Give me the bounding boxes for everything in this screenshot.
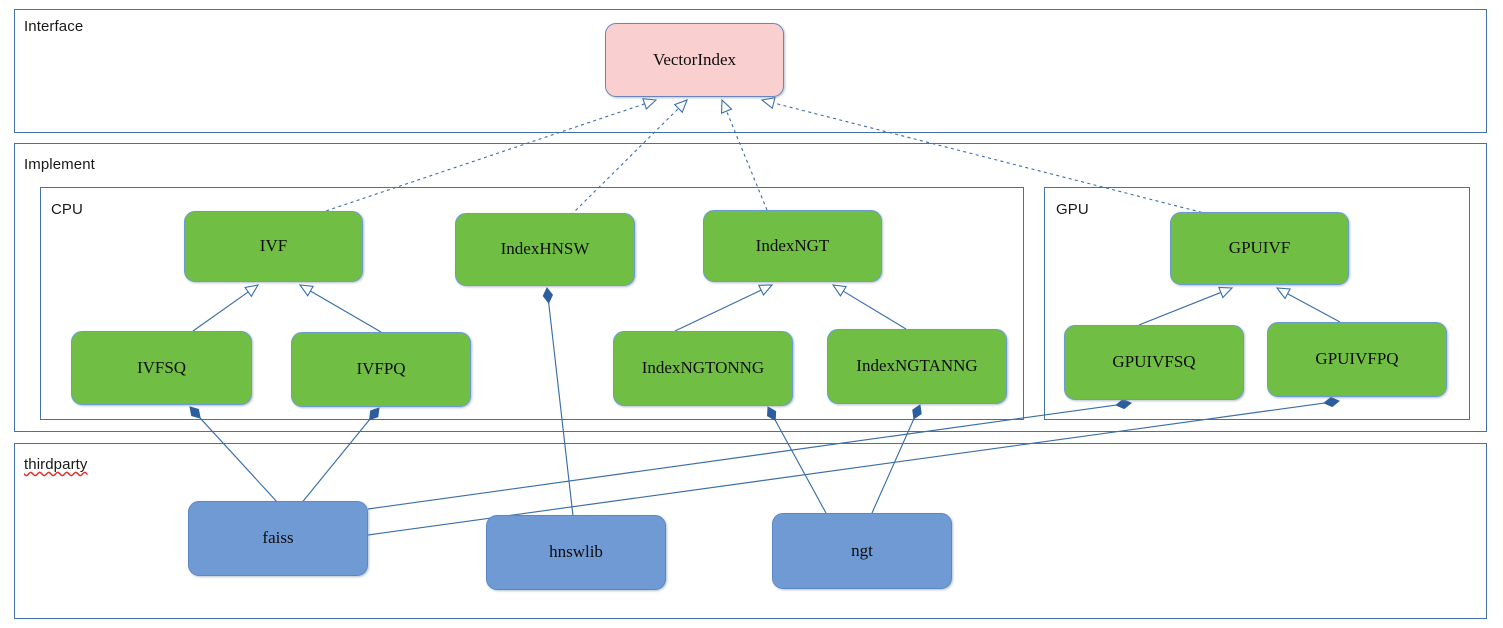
panel-label-cpu: CPU (51, 201, 83, 218)
edge-ivfpq-to-ivf (298, 284, 382, 333)
edge-faiss-to-ivfpq (299, 407, 380, 506)
node-ngt[interactable]: ngt (772, 513, 952, 589)
node-gpuivf[interactable]: GPUIVF (1170, 212, 1349, 285)
edge-faiss-to-gpuivfpq (367, 396, 1340, 536)
node-vectorindex[interactable]: VectorIndex (605, 23, 784, 97)
edge-indexhnsw-to-vectorindex (570, 99, 688, 216)
panel-thirdparty (14, 443, 1487, 619)
node-indexngt[interactable]: IndexNGT (703, 210, 882, 282)
panel-implement (14, 143, 1487, 432)
panel-cpu (40, 187, 1024, 420)
node-ivf[interactable]: IVF (184, 211, 363, 282)
panel-label-implement: Implement (24, 156, 95, 173)
node-gpuivfpq[interactable]: GPUIVFPQ (1267, 322, 1447, 397)
node-gpuivfsq[interactable]: GPUIVFSQ (1064, 325, 1244, 400)
edge-gpuivf-to-vectorindex (760, 97, 1209, 215)
edge-faiss-to-gpuivfsq (367, 398, 1132, 510)
node-ivfpq[interactable]: IVFPQ (291, 332, 471, 407)
node-indexngtonng[interactable]: IndexNGTONNG (613, 331, 793, 406)
edge-gpuivfsq-to-gpuivf (1138, 286, 1234, 326)
panel-label-interface: Interface (24, 18, 84, 35)
panel-label-gpu: GPU (1056, 201, 1089, 218)
edge-ivf-to-vectorindex (301, 98, 658, 220)
node-indexngtanng[interactable]: IndexNGTANNG (827, 329, 1007, 404)
edge-gpuivfpq-to-gpuivf (1275, 287, 1341, 323)
panel-gpu (1044, 187, 1470, 420)
edge-indexngtonng-to-indexngt (674, 284, 774, 332)
edge-hnswlib-to-indexhnsw (542, 287, 574, 517)
node-ivfsq[interactable]: IVFSQ (71, 331, 252, 405)
panel-label-thirdparty: thirdparty (24, 456, 88, 473)
edge-indexngtanng-to-indexngt (831, 284, 907, 330)
node-hnswlib[interactable]: hnswlib (486, 515, 666, 590)
edge-ngt-to-indexngtanng (871, 404, 922, 514)
edge-faiss-to-ivfsq (189, 406, 279, 504)
edge-ivfsq-to-ivf (192, 284, 260, 332)
edge-ngt-to-indexngtonng (767, 406, 827, 514)
node-faiss[interactable]: faiss (188, 501, 368, 576)
edge-indexngt-to-vectorindex (720, 98, 768, 211)
node-indexhnsw[interactable]: IndexHNSW (455, 213, 635, 286)
panel-interface (14, 9, 1487, 133)
